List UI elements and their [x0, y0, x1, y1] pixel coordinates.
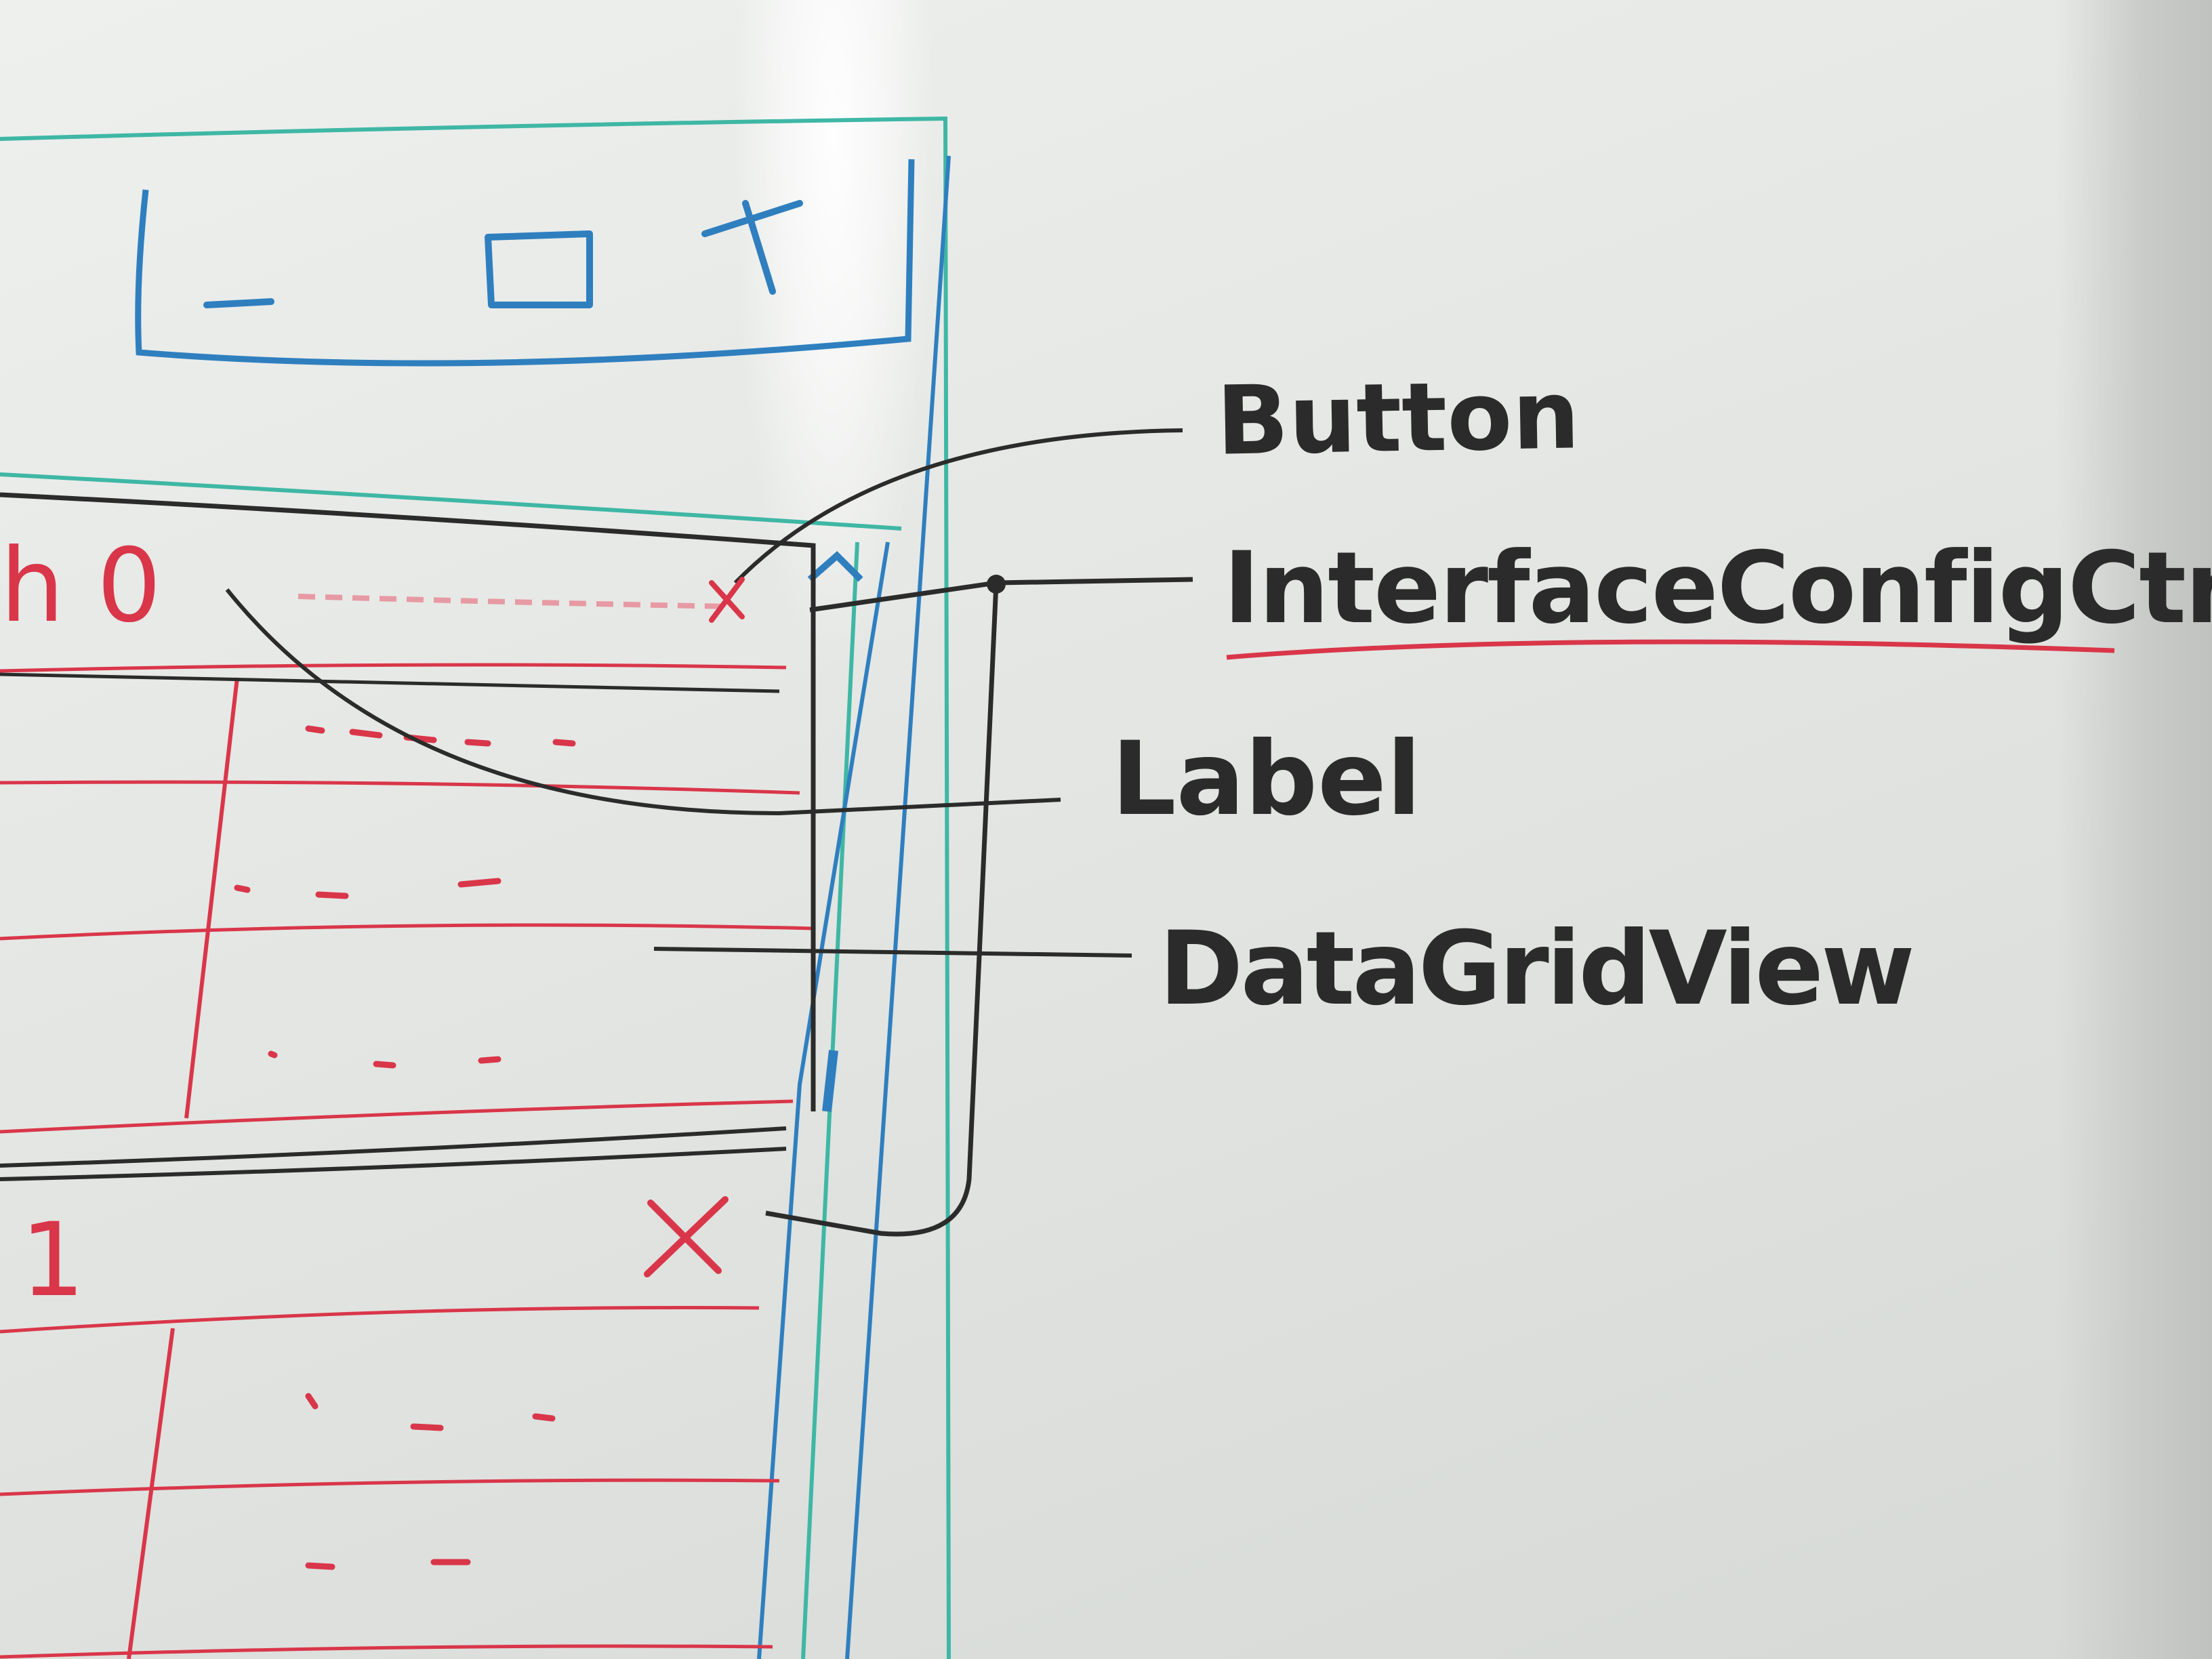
- mid-bracket-line-3: [0, 1147, 787, 1181]
- scroll-arrow-up-icon: [807, 551, 863, 582]
- grid1-row-line-1: [0, 1305, 760, 1334]
- grid0-row-line-1: [0, 663, 787, 673]
- grid0-row-line-4: [0, 1099, 794, 1134]
- grid1-row-line-3: [0, 1644, 773, 1659]
- datagrid-leader-line: [653, 947, 1132, 958]
- grid0-cell-dashes-1: [305, 725, 576, 747]
- teal-header-rule: [0, 472, 902, 531]
- label-leader-line: [225, 588, 1061, 816]
- grid1-cell-dashes-1: [305, 1393, 556, 1431]
- scrollbar-line-right: [757, 541, 890, 1659]
- grid0-cell-dashes-2: [234, 878, 501, 899]
- row0-dotted-header: [298, 594, 733, 609]
- ctrl-junction-dot: [987, 575, 1006, 594]
- close-icon-blue: [701, 200, 803, 295]
- scrollbar-line-left: [845, 155, 951, 1659]
- label-annotation: Label: [1111, 720, 1422, 838]
- minimize-icon: [203, 298, 274, 308]
- ctrl-vertical-line: [765, 582, 999, 1237]
- grid0-column-line: [184, 677, 239, 1119]
- grid0-cell-dashes-3: [268, 1050, 501, 1069]
- mid-bracket-line-1: [0, 672, 780, 693]
- interface-ctrl-annotation: InterfaceConfigCtrl: [1223, 531, 2212, 646]
- interface-underline: [1226, 639, 2115, 660]
- mid-bracket-line-2: [0, 1126, 787, 1168]
- maximize-icon: [485, 230, 593, 308]
- upper-bracket-line: [0, 492, 816, 1111]
- grid1-cell-dashes-2: [305, 1559, 471, 1570]
- row1-label: 1: [20, 1202, 85, 1319]
- grid0-row-line-3: [0, 923, 814, 941]
- grid1-row-line-2: [0, 1478, 780, 1496]
- titlebar-box: [135, 159, 915, 367]
- button-leader-line: [733, 428, 1183, 585]
- close-mark-bottom-icon: [644, 1196, 729, 1277]
- teal-window-frame: [0, 116, 951, 1659]
- datagrid-annotation: DataGridView: [1159, 910, 1915, 1028]
- board-edge: [2056, 0, 2212, 1659]
- button-annotation: Button: [1215, 360, 1581, 477]
- grid0-row-line-2: [0, 780, 800, 795]
- row0-label: h 0: [0, 527, 162, 645]
- scroll-thumb-icon: [822, 1050, 838, 1112]
- grid1-column-line: [127, 1328, 175, 1659]
- close-mark-top-icon: [709, 577, 745, 623]
